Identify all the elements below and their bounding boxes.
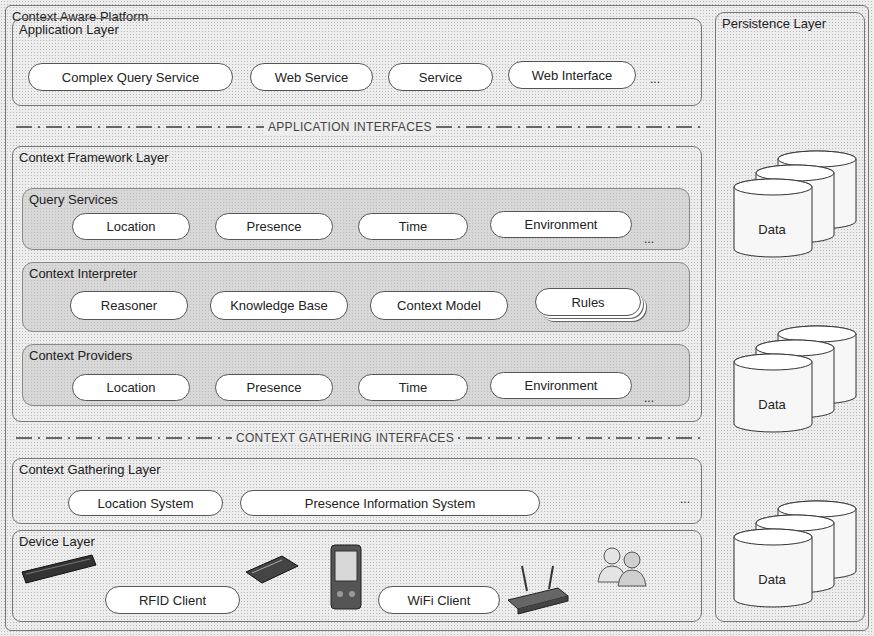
interface-label: APPLICATION INTERFACES <box>264 120 436 134</box>
router-icon <box>508 566 568 614</box>
component-label: Complex Query Service <box>62 70 199 85</box>
pda-icon <box>331 545 361 609</box>
component-label: Presence <box>247 380 302 395</box>
component-pill: Knowledge Base <box>210 291 348 320</box>
component-label: Environment <box>525 378 598 393</box>
rfid-reader-icon <box>22 555 96 583</box>
data-store: Data <box>733 325 858 435</box>
component-label: Presence <box>247 219 302 234</box>
component-pill: WiFi Client <box>378 586 500 614</box>
rfid-card-icon <box>246 556 298 583</box>
component-label: Time <box>399 219 427 234</box>
ellipsis-label: ... <box>650 72 660 86</box>
ellipsis-label: ... <box>680 492 690 506</box>
component-label: Location <box>106 219 155 234</box>
layer-box: Persistence LayerDataDataData <box>715 12 865 622</box>
cylinder-stack <box>733 500 858 610</box>
component-pill: Environment <box>490 372 632 399</box>
component-pill: Service <box>388 63 493 91</box>
component-group: Query ServicesLocation Presence Time Enviro… <box>22 188 690 250</box>
component-pill: Presence <box>215 213 333 240</box>
component-pill: RFID Client <box>105 586 240 614</box>
layer-heading: Context Framework Layer <box>19 150 169 165</box>
layer-box: Context Framework LayerQuery ServicesLoc… <box>12 146 702 422</box>
data-store: Data <box>733 150 858 260</box>
component-label: Location System <box>97 496 193 511</box>
component-pill: Location <box>72 213 190 240</box>
ellipsis-label: ... <box>644 391 654 405</box>
component-label: Data <box>733 397 811 412</box>
component-label: WiFi Client <box>408 593 471 608</box>
layer-heading: Context Interpreter <box>29 266 137 281</box>
platform-frame: Context Aware PlatformApplication LayerC… <box>5 5 869 631</box>
layer-heading: Query Services <box>29 192 118 207</box>
layer-box: Context Gathering LayerLocation System Pr… <box>12 458 702 524</box>
interface-label: CONTEXT GATHERING INTERFACES <box>232 431 458 445</box>
device-layer: Device LayerRFID Client WiFi Client <box>12 530 702 622</box>
layer-box: Application LayerComplex Query Service We… <box>12 18 702 106</box>
cylinder-stack <box>733 150 858 260</box>
data-store: Data <box>733 500 858 610</box>
component-group: Context InterpreterReasoner Knowledge Bas… <box>22 262 690 332</box>
component-pill: Location System <box>68 490 223 516</box>
component-label: RFID Client <box>139 593 206 608</box>
component-label: Location <box>106 380 155 395</box>
component-label: Reasoner <box>101 298 157 313</box>
component-label: Rules <box>571 295 604 310</box>
component-group: Context ProvidersLocation Presence Time Env… <box>22 344 690 406</box>
component-label: Data <box>733 572 811 587</box>
component-pill: Time <box>358 213 468 240</box>
component-label: Data <box>733 222 811 237</box>
component-label: Environment <box>525 217 598 232</box>
component-pill: Environment <box>490 211 632 238</box>
cylinder-stack <box>733 325 858 435</box>
component-pill: Web Interface <box>508 61 636 89</box>
rules-pill: Rules <box>535 288 641 316</box>
component-pill: Context Model <box>370 291 508 320</box>
component-label: Service <box>419 70 462 85</box>
layer-heading: Context Gathering Layer <box>19 462 161 477</box>
component-pill: Presence <box>215 374 333 401</box>
component-label: Web Interface <box>532 68 613 83</box>
component-label: Knowledge Base <box>230 298 328 313</box>
component-pill: Complex Query Service <box>28 63 233 91</box>
layer-heading: Context Aware Platform <box>12 9 148 24</box>
component-pill: Reasoner <box>70 291 188 320</box>
component-label: Web Service <box>275 70 348 85</box>
component-pill: Presence Information System <box>240 490 540 516</box>
layer-heading: Device Layer <box>19 534 95 549</box>
layer-heading: Application Layer <box>19 22 119 37</box>
ellipsis-label: ... <box>644 232 654 246</box>
component-pill: Web Service <box>250 63 373 91</box>
layer-heading: Context Providers <box>29 348 132 363</box>
interface-line <box>16 127 700 438</box>
component-pill: Time <box>358 374 468 401</box>
component-label: Time <box>399 380 427 395</box>
component-pill: Location <box>72 374 190 401</box>
layer-heading: Persistence Layer <box>722 16 826 31</box>
component-label: Presence Information System <box>305 496 476 511</box>
people-icon <box>598 548 646 586</box>
component-label: Context Model <box>397 298 481 313</box>
